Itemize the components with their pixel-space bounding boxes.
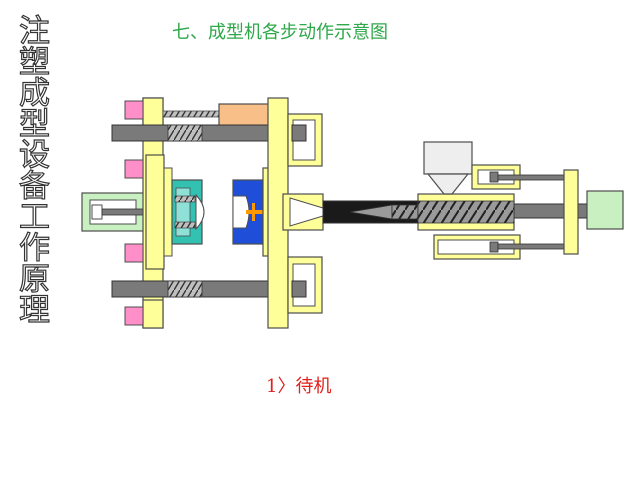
hopper-funnel xyxy=(426,173,470,195)
mold-core-shape xyxy=(195,193,205,231)
tie-bar-nut-lower-mid xyxy=(124,243,144,263)
vertical-side-title: 注塑成型设备工作原理 xyxy=(12,13,49,324)
tie-bar-nut-bottom-outer xyxy=(124,306,144,326)
tie-bar-bottom-thread xyxy=(167,280,203,298)
clamp-ram xyxy=(91,204,103,220)
tie-bar-end-bottom xyxy=(291,280,307,298)
adjust-block-orange xyxy=(218,103,272,127)
movable-mold-plate xyxy=(175,187,191,237)
ejector-pin-lower xyxy=(174,221,196,229)
adjust-rod-top xyxy=(162,110,222,118)
injection-piston-lower xyxy=(489,241,499,253)
injection-rod-lower xyxy=(497,243,569,250)
moving-platen-face xyxy=(163,167,173,257)
injection-piston-upper xyxy=(489,171,499,183)
injection-rear-plate xyxy=(563,169,579,255)
runner-vertical xyxy=(252,203,255,221)
moving-platen xyxy=(145,154,165,270)
tie-bar-nut-upper-mid xyxy=(124,159,144,179)
ejector-pin-upper xyxy=(174,195,196,203)
tie-bar-end-top xyxy=(291,124,307,142)
barrel-housing-inner xyxy=(417,200,515,224)
slide-title: 七、成型机各步动作示意图 xyxy=(172,22,388,43)
tie-bar-top-thread xyxy=(167,124,203,142)
rear-platen-top-block xyxy=(142,97,164,127)
screw-drive-motor xyxy=(586,190,624,230)
injection-rod-upper xyxy=(497,174,569,181)
hopper-body xyxy=(423,141,473,175)
rear-platen-bottom-block xyxy=(142,299,164,329)
tie-bar-nut-top-outer xyxy=(124,100,144,120)
clamp-piston-rod xyxy=(101,208,147,216)
step-caption: 1〉待机 xyxy=(266,376,332,397)
